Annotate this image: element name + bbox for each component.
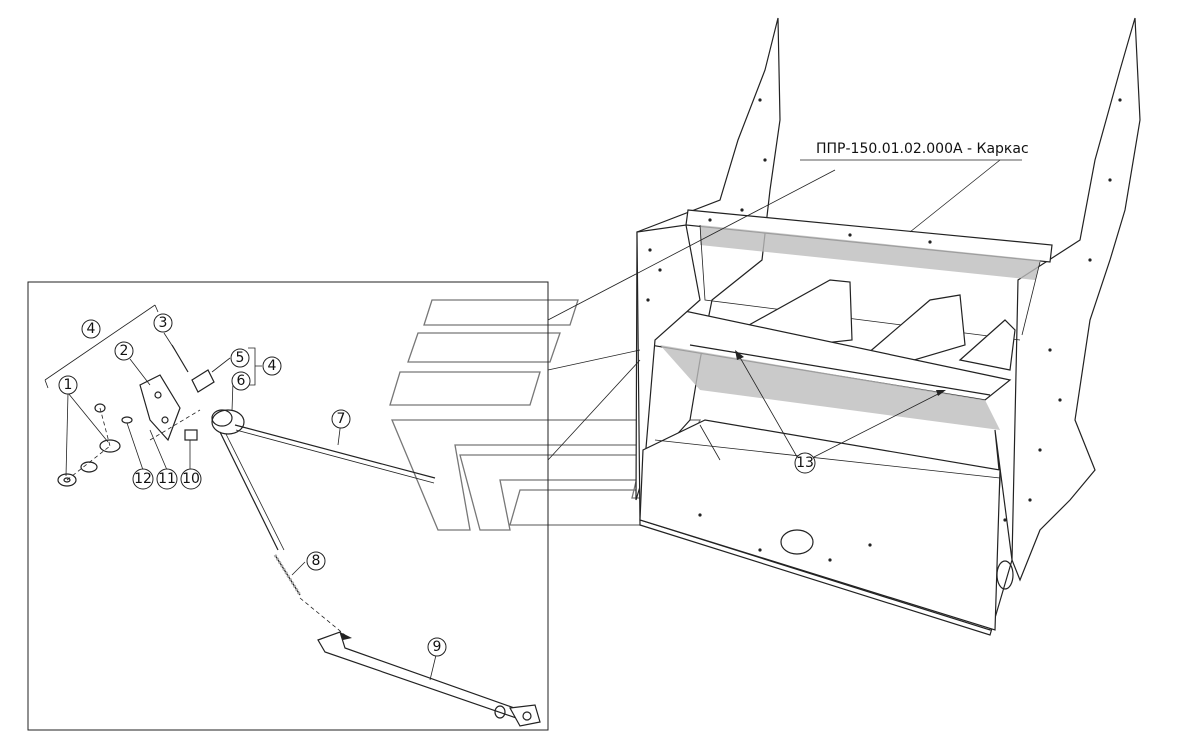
arrow-13b (936, 390, 946, 396)
callout-10: 10 (180, 468, 202, 490)
pulley (211, 409, 245, 435)
leader-13b (811, 391, 943, 459)
callout-12: 12 (132, 468, 154, 490)
arrow-head (340, 632, 352, 640)
svg-text:1: 1 (64, 377, 73, 393)
frame-label-leader (909, 159, 1001, 233)
svg-text:7: 7 (337, 411, 346, 427)
frame-assembly (635, 17, 1141, 636)
svg-text:9: 9 (433, 639, 442, 655)
svg-text:6: 6 (237, 373, 246, 389)
callout-8: 8 (306, 551, 326, 571)
callout-2: 2 (114, 341, 134, 361)
callout-1: 1 (58, 375, 78, 395)
detail-link-line-2 (547, 359, 641, 461)
callout-6: 6 (231, 371, 251, 391)
svg-text:10: 10 (182, 471, 200, 487)
svg-text:13: 13 (796, 455, 814, 471)
cable (219, 431, 279, 551)
lever-9 (317, 631, 541, 727)
svg-text:5: 5 (236, 350, 245, 366)
svg-text:4: 4 (268, 358, 277, 374)
leader-13a (737, 353, 801, 463)
group-bracket (44, 304, 159, 389)
callout-leaders (65, 332, 438, 681)
arrow-13a (735, 350, 744, 360)
cable-edge (225, 433, 285, 551)
detail-link-line-3 (547, 169, 836, 321)
callout-4-top: 4 (81, 319, 101, 339)
svg-text:11: 11 (158, 471, 176, 487)
svg-text:8: 8 (312, 553, 321, 569)
callout-9: 9 (427, 637, 447, 657)
spring-guide (299, 597, 346, 636)
callout-7: 7 (331, 409, 351, 429)
svg-text:3: 3 (159, 315, 168, 331)
callout-13: 13 (794, 452, 816, 474)
svg-text:12: 12 (134, 471, 152, 487)
rod-7-edge (235, 429, 435, 484)
svg-text:2: 2 (120, 343, 129, 359)
detail-link-line-1 (547, 349, 641, 371)
callout-5: 5 (230, 348, 250, 368)
rod-7 (234, 424, 436, 479)
spring (273, 554, 302, 596)
detail-view-border (27, 281, 549, 731)
callout-4-side: 4 (262, 356, 282, 376)
frame-label: ППР-150.01.02.000А - Каркас (816, 141, 1029, 157)
fastener-parts (57, 344, 215, 487)
callout-11: 11 (156, 468, 178, 490)
svg-text:4: 4 (87, 321, 96, 337)
callout-3: 3 (153, 313, 173, 333)
